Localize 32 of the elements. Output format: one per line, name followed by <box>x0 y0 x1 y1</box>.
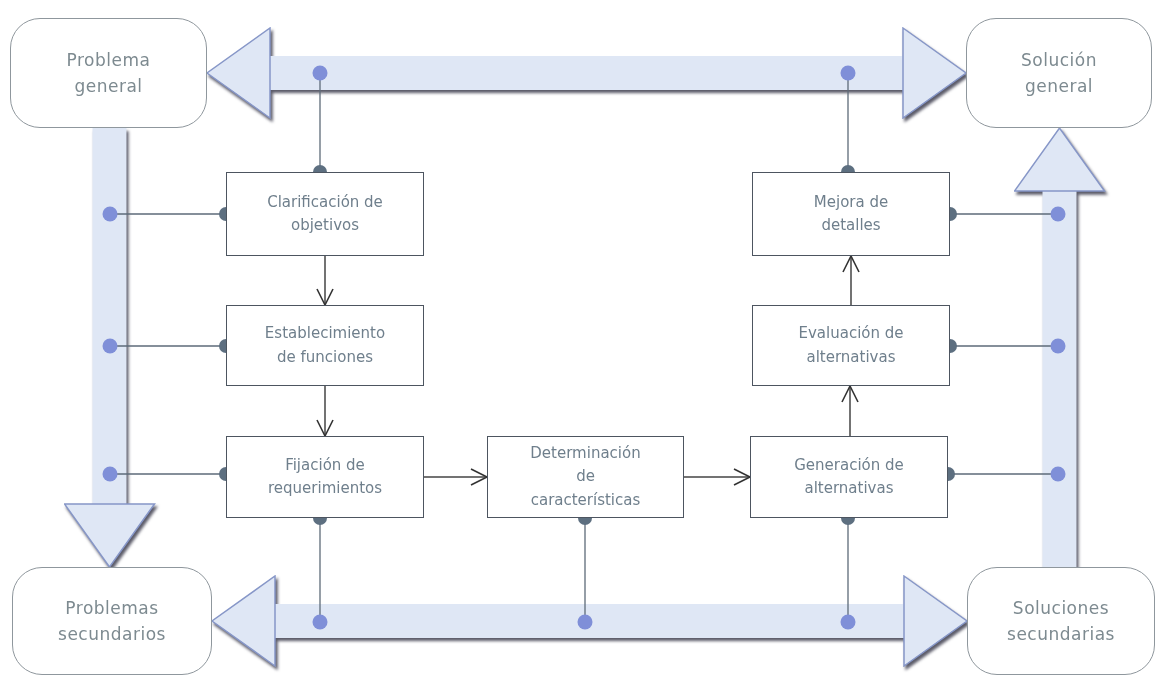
rounded-box <box>10 18 207 128</box>
node-label: Problema general <box>65 48 152 98</box>
node-label: Soluciones secundarias <box>1006 596 1116 646</box>
process-box <box>487 436 684 518</box>
double-block-arrow <box>211 575 968 667</box>
node-label: Fijación de requerimientos <box>266 454 383 499</box>
process-box <box>750 436 948 518</box>
node-label: Solución general <box>1020 48 1098 98</box>
node-label: Mejora de detalles <box>812 191 890 236</box>
rounded-box <box>966 18 1152 128</box>
process-box <box>226 305 424 386</box>
node-label: Clarificación de objetivos <box>266 191 384 236</box>
process-box <box>226 436 424 518</box>
arrow <box>683 468 751 486</box>
node-label: Establecimiento de funciones <box>263 323 387 368</box>
arrow <box>842 255 860 306</box>
double-block-arrow <box>206 27 967 119</box>
arrow <box>423 468 488 486</box>
node-label: Generación de alternativas <box>793 454 905 499</box>
block-arrow <box>63 128 156 568</box>
process-box <box>752 305 950 386</box>
block-arrow <box>1013 127 1106 567</box>
arrow <box>316 255 334 306</box>
node-label: Determinación de características <box>529 443 642 511</box>
node-label: Problemas secundarios <box>57 596 167 646</box>
arrow <box>316 385 334 437</box>
node-label: Evaluación de alternativas <box>797 323 905 368</box>
rounded-box <box>967 567 1155 675</box>
process-box <box>226 172 424 256</box>
process-box <box>752 172 950 256</box>
rounded-box <box>12 567 212 675</box>
arrow <box>841 385 859 437</box>
